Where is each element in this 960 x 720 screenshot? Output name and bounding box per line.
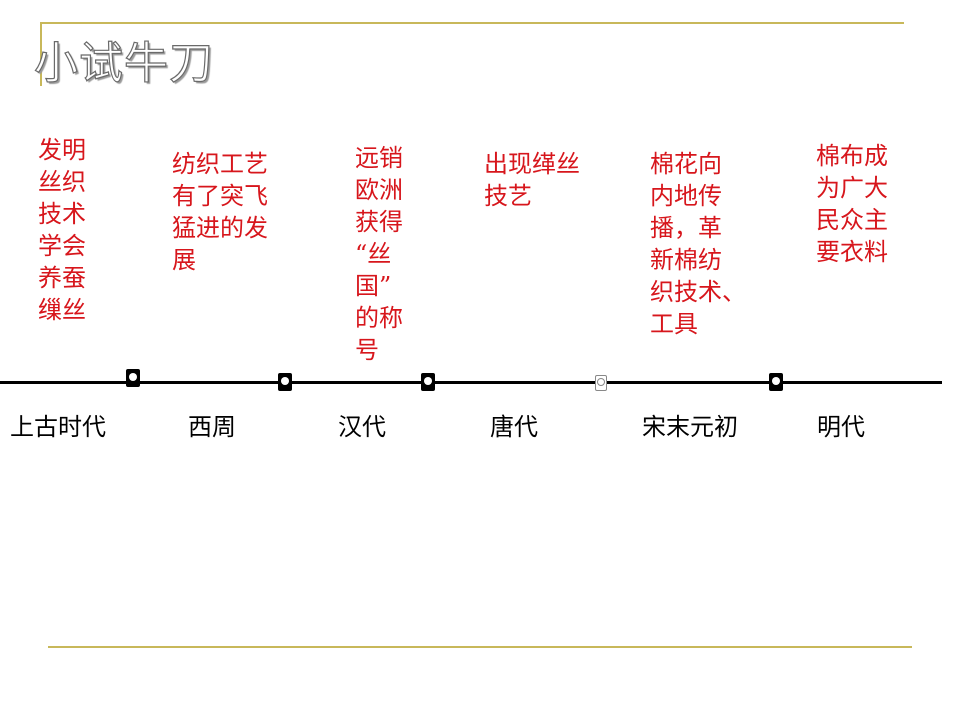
event-line: 技术: [38, 200, 86, 228]
event-line: 学会: [38, 232, 86, 260]
event-line: 技艺: [484, 182, 532, 210]
era-label: 汉代: [338, 413, 386, 441]
era-label: 明代: [817, 413, 865, 441]
event-line: 缫丝: [38, 296, 86, 324]
event-line: 国”: [355, 272, 392, 300]
timeline-marker: [421, 373, 435, 391]
era-label: 上古时代: [10, 413, 106, 441]
timeline-marker: [278, 373, 292, 391]
timeline-marker: [769, 373, 783, 391]
event-line: 棉花向: [650, 150, 722, 178]
event-line: 获得: [355, 208, 403, 236]
event-line: 内地传: [650, 182, 722, 210]
bottom-rule: [48, 646, 912, 648]
event-line: 欧洲: [355, 176, 403, 204]
event-line: 号: [355, 336, 379, 364]
event-line: 发明: [38, 136, 86, 164]
event-line: 出现缂丝: [484, 150, 580, 178]
event-mingdai: 棉布成 为广大 民众主 要衣料: [816, 140, 888, 268]
event-line: 民众主: [816, 206, 888, 234]
event-line: 播，革: [650, 214, 722, 242]
event-line: 工具: [650, 310, 698, 338]
timeline-axis: [0, 381, 942, 384]
event-tangdai: 出现缂丝 技艺: [484, 148, 580, 212]
era-label: 宋末元初: [642, 413, 738, 441]
event-handai: 远销 欧洲 获得 “丝 国” 的称 号: [355, 142, 403, 366]
event-shanggu: 发明 丝织 技术 学会 养蚕 缫丝: [38, 134, 86, 326]
event-line: 的称: [355, 304, 403, 332]
left-rule: [40, 22, 42, 86]
event-line: 织技术、: [650, 278, 746, 306]
event-line: 新棉纺: [650, 246, 722, 274]
event-line: 有了突飞: [172, 182, 268, 210]
era-label: 西周: [188, 413, 236, 441]
event-line: 展: [172, 246, 196, 274]
event-songmo-yuanchu: 棉花向 内地传 播，革 新棉纺 织技术、 工具: [650, 148, 746, 340]
event-line: 猛进的发: [172, 214, 268, 242]
event-line: 养蚕: [38, 264, 86, 292]
event-line: 远销: [355, 144, 403, 172]
top-rule: [40, 22, 904, 24]
event-line: “丝: [355, 240, 392, 268]
era-label: 唐代: [490, 413, 538, 441]
slide-title: 小试牛刀: [33, 37, 214, 89]
timeline-marker: [126, 369, 140, 387]
event-line: 要衣料: [816, 238, 888, 266]
event-line: 纺织工艺: [172, 150, 268, 178]
timeline-marker: [595, 375, 607, 391]
event-line: 为广大: [816, 174, 888, 202]
event-line: 丝织: [38, 168, 86, 196]
event-line: 棉布成: [816, 142, 888, 170]
event-xizhou: 纺织工艺 有了突飞 猛进的发 展: [172, 148, 268, 276]
